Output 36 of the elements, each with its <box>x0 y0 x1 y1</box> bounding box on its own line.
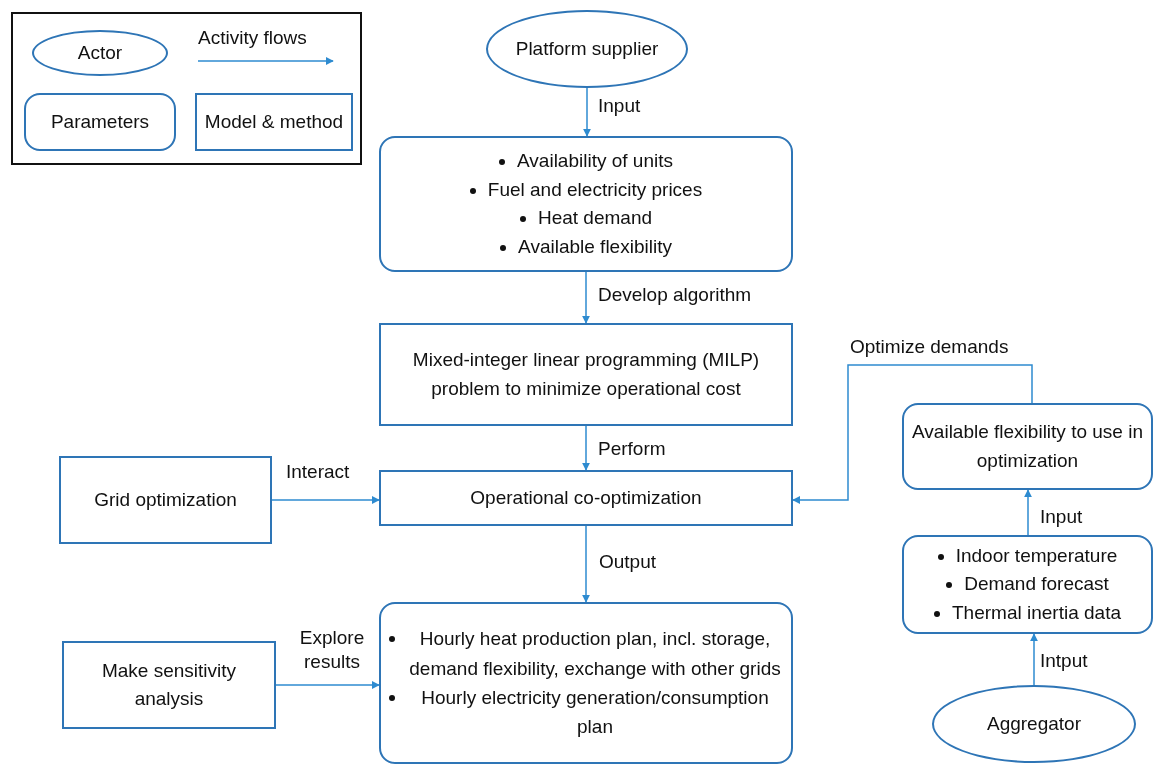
node-text: Available flexibility to use in optimization <box>912 420 1143 473</box>
parameters-box <box>379 136 793 272</box>
bullet-text: Available flexibility <box>518 234 672 259</box>
arrow <box>271 496 380 504</box>
method-box <box>59 456 272 544</box>
method-box <box>379 470 793 526</box>
bullet-text: Availability of units <box>517 149 673 173</box>
parameters-box <box>379 602 793 764</box>
bullet-text: Hourly electricity generation/consumption plan <box>420 686 770 740</box>
parameters-box <box>902 403 1153 490</box>
method-box <box>379 323 793 426</box>
bullet-text: Heat demand <box>537 206 653 230</box>
bullet-text: Thermal inertia data <box>952 600 1121 625</box>
bullet-text: Hourly heat production plan, incl. storage, demand flexibility, exchange with other grids <box>408 627 782 681</box>
method-box <box>62 641 276 729</box>
arrow <box>582 271 590 324</box>
node-text: Operational co-optimization <box>470 485 702 510</box>
arrow <box>792 364 1033 504</box>
legend-actor-ellipse: Actor <box>32 30 168 76</box>
arrow <box>275 681 380 689</box>
bullet-text: Fuel and electricity prices <box>487 177 703 202</box>
arrow <box>582 525 590 603</box>
arrow <box>583 87 591 137</box>
node-text: Grid optimization <box>94 487 237 512</box>
legend-parameters-box: Parameters <box>24 93 176 151</box>
arrow <box>1024 489 1032 536</box>
legend-method-box: Model & method <box>195 93 353 151</box>
bullet-text: Indoor temperature <box>955 543 1118 568</box>
node-text: Make sensitivity analysis <box>100 658 238 711</box>
arrow <box>1030 633 1038 686</box>
node-text: Mixed-integer linear programming (MILP) problem to minimize operational cost <box>411 348 761 401</box>
node-text: Platform supplier <box>515 36 659 61</box>
node-text: Aggregator <box>987 711 1081 736</box>
arrow <box>582 425 590 471</box>
parameters-box <box>902 535 1153 634</box>
bullet-text: Demand forecast <box>964 572 1109 597</box>
